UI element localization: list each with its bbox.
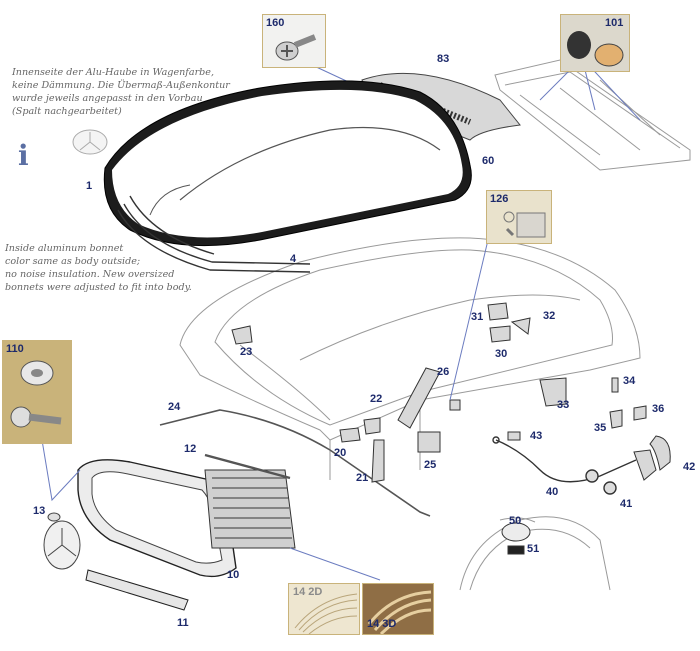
part-label-1: 1 [86, 180, 93, 192]
photo-14-2d: 14 2D [288, 583, 360, 635]
clip-icon [567, 31, 624, 67]
part-label-13: 13 [33, 505, 46, 517]
part-label-41: 41 [620, 498, 633, 510]
photo-101-label: 101 [605, 17, 624, 29]
part-label-20: 20 [334, 447, 347, 459]
trim-strip [85, 569, 189, 611]
countersunk-screw-icon [10, 406, 62, 428]
photo-14-3d-label: 14 3D [367, 618, 397, 630]
photo-126-label: 126 [490, 193, 509, 205]
bracket-icon [503, 211, 546, 238]
english-note-line-1: Inside aluminum bonnet [5, 243, 124, 254]
photo-110-label: 110 [6, 343, 24, 355]
part-label-24: 24 [168, 401, 181, 413]
english-note-line-4: bonnets were adjusted to fit into body. [5, 282, 192, 293]
part-label-10: 10 [227, 569, 240, 581]
latch-parts [231, 302, 671, 483]
body-frame [179, 237, 641, 480]
german-note-line-3: wurde jeweils angepasst in den Vorbau [12, 93, 203, 104]
photo-101-clip: 101 [560, 14, 630, 72]
part-label-12: 12 [184, 443, 197, 455]
rods [159, 409, 431, 517]
part-label-34: 34 [623, 375, 636, 387]
photo-14-2d-label: 14 2D [293, 586, 323, 598]
part-label-21: 21 [356, 472, 369, 484]
german-note-line-2: keine Dämmung. Die Übermaß-Außenkontur [12, 80, 230, 91]
part-label-51: 51 [527, 543, 540, 555]
part-label-32: 32 [543, 310, 556, 322]
grille-mesh [204, 469, 296, 549]
part-label-4: 4 [290, 253, 297, 265]
part-label-83: 83 [437, 53, 450, 65]
cowl-panel [494, 59, 691, 171]
part-label-36: 36 [652, 403, 665, 415]
grille-2d-icon [294, 593, 358, 634]
bonnet-emblem [72, 129, 108, 155]
bonnet [103, 80, 472, 247]
part-label-26: 26 [437, 366, 450, 378]
grille-frame [77, 459, 237, 578]
part-label-30: 30 [495, 348, 508, 360]
screw-icon [275, 34, 317, 61]
part-label-50: 50 [509, 515, 522, 527]
washer-icon [20, 360, 54, 386]
release-cable [492, 436, 637, 495]
emblem [43, 512, 81, 570]
photo-110-screw [2, 392, 72, 444]
info-icon: i [18, 139, 29, 172]
photo-126-bracket: 126 [486, 190, 552, 244]
part-label-43: 43 [530, 430, 543, 442]
part-label-22: 22 [370, 393, 383, 405]
photo-callout-lines [41, 239, 489, 581]
part-label-40: 40 [546, 486, 559, 498]
photo-160-label: 160 [266, 17, 285, 29]
english-note-line-2: color same as body outside; [5, 256, 141, 267]
part-label-23: 23 [240, 346, 253, 358]
seal-strip [117, 195, 311, 273]
part-label-42: 42 [683, 461, 696, 473]
part-label-11: 11 [177, 617, 189, 629]
english-note-line-3: no noise insulation. New oversized [5, 269, 175, 280]
part-label-33: 33 [557, 399, 570, 411]
part-label-60: 60 [482, 155, 495, 167]
photo-110-washer: 110 [2, 340, 72, 392]
photo-160-screw: 160 [262, 14, 326, 68]
german-note-line-4: (Spalt nachgearbeitet) [12, 106, 122, 117]
part-label-25: 25 [424, 459, 437, 471]
german-note-line-1: Innenseite der Alu-Haube in Wagenfarbe, [12, 67, 215, 78]
part-label-35: 35 [594, 422, 607, 434]
part-label-31: 31 [471, 311, 484, 323]
wheel-arch-parts [501, 522, 531, 555]
photo-14-3d: 14 3D [362, 583, 434, 635]
grille-3d-icon [367, 590, 432, 634]
